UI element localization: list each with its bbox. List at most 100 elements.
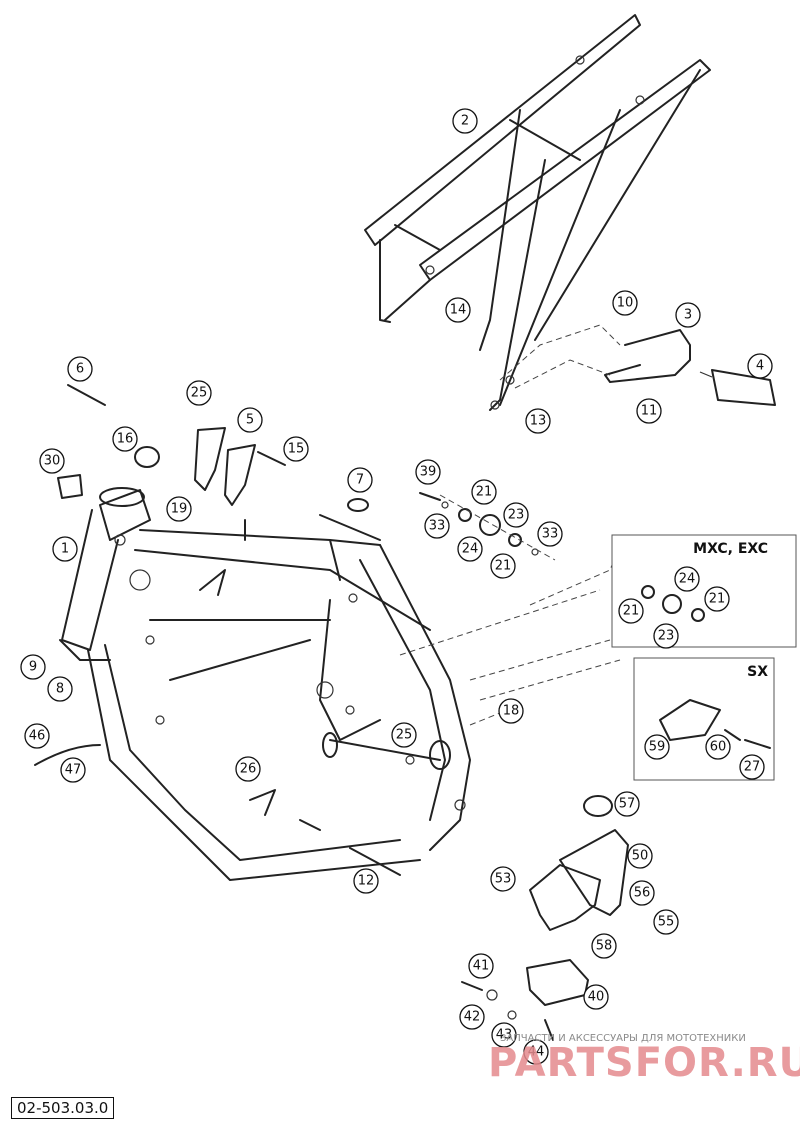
callout-50[interactable]: 50 [627,843,653,869]
svg-text:47: 47 [65,763,82,778]
box-label-sx: SX [747,664,768,680]
svg-text:59: 59 [649,740,666,755]
svg-text:18: 18 [503,704,520,719]
callout-57[interactable]: 57 [614,791,640,817]
callout-23b[interactable]: 23 [653,623,679,649]
svg-text:10: 10 [617,296,634,311]
subframe-drawing [364,14,711,411]
callout-43[interactable]: 43 [491,1022,517,1048]
svg-text:3: 3 [684,308,692,323]
callout-1[interactable]: 1 [52,536,78,562]
callout-56[interactable]: 56 [629,880,655,906]
callout-25b[interactable]: 25 [391,722,417,748]
svg-text:33: 33 [429,519,446,534]
svg-text:39: 39 [420,465,437,480]
watermark-brand: PARTSFOR.RU [488,1040,800,1086]
svg-text:14: 14 [450,303,467,318]
svg-text:30: 30 [44,454,61,469]
small-parts-drawing [34,329,776,1041]
svg-text:43: 43 [496,1028,513,1043]
callout-4[interactable]: 4 [747,353,773,379]
svg-text:7: 7 [356,473,364,488]
callout-10[interactable]: 10 [612,290,638,316]
callout-42[interactable]: 42 [459,1004,485,1030]
callout-46[interactable]: 46 [24,723,50,749]
svg-text:25: 25 [396,728,413,743]
callout-30[interactable]: 30 [39,448,65,474]
callout-6[interactable]: 6 [67,356,93,382]
svg-text:56: 56 [634,886,651,901]
callout-14[interactable]: 14 [445,297,471,323]
svg-text:33: 33 [542,527,559,542]
svg-text:25: 25 [191,386,208,401]
callouts: 1 2 3 4 5 6 7 8 9 10 11 12 13 14 15 16 1… [20,108,773,1065]
callout-13[interactable]: 13 [525,408,551,434]
svg-text:42: 42 [464,1010,481,1025]
callout-15[interactable]: 15 [283,436,309,462]
svg-text:11: 11 [641,404,658,419]
svg-text:2: 2 [461,114,469,129]
svg-text:46: 46 [29,729,46,744]
svg-text:23: 23 [508,508,525,523]
svg-text:21: 21 [709,592,726,607]
callout-26[interactable]: 26 [235,756,261,782]
svg-text:27: 27 [744,760,761,775]
callout-60[interactable]: 60 [705,734,731,760]
box-label-mxc-exc: MXC, EXC [693,541,768,557]
drawing-number: 02-503.03.0 [11,1097,115,1119]
callout-21c[interactable]: 21 [618,598,644,624]
svg-text:9: 9 [29,660,37,675]
callout-53[interactable]: 53 [490,866,516,892]
callout-44[interactable]: 44 [523,1039,549,1065]
callout-25a[interactable]: 25 [186,380,212,406]
callout-16[interactable]: 16 [112,426,138,452]
callout-41[interactable]: 41 [468,953,494,979]
svg-text:55: 55 [658,915,675,930]
callout-24a[interactable]: 24 [457,536,483,562]
svg-text:12: 12 [358,874,375,889]
callout-39[interactable]: 39 [415,459,441,485]
callout-7[interactable]: 7 [347,467,373,493]
callout-47[interactable]: 47 [60,757,86,783]
svg-text:19: 19 [171,502,188,517]
callout-5[interactable]: 5 [237,407,263,433]
callout-11[interactable]: 11 [636,398,662,424]
callout-55[interactable]: 55 [653,909,679,935]
callout-2[interactable]: 2 [452,108,478,134]
variant-box-sx: SX [633,657,775,781]
main-frame-drawing [59,487,471,881]
watermark-tagline: ЗАПЧАСТИ И АКСЕССУАРЫ ДЛЯ МОТОТЕХНИКИ [500,1033,746,1044]
callout-24b[interactable]: 24 [674,566,700,592]
svg-text:44: 44 [528,1045,545,1060]
callout-8[interactable]: 8 [47,676,73,702]
svg-text:13: 13 [530,414,547,429]
callout-58[interactable]: 58 [591,933,617,959]
callout-21d[interactable]: 21 [704,586,730,612]
svg-text:26: 26 [240,762,257,777]
callout-33b[interactable]: 33 [537,521,563,547]
svg-text:41: 41 [473,959,490,974]
svg-text:23: 23 [658,629,675,644]
callout-18[interactable]: 18 [498,698,524,724]
callout-27[interactable]: 27 [739,754,765,780]
callout-59[interactable]: 59 [644,734,670,760]
variant-box-mxc-exc: MXC, EXC [611,534,797,648]
callout-3[interactable]: 3 [675,302,701,328]
svg-text:4: 4 [756,359,764,374]
callout-40[interactable]: 40 [583,984,609,1010]
svg-text:50: 50 [632,849,649,864]
svg-text:24: 24 [679,572,696,587]
callout-21a[interactable]: 21 [471,479,497,505]
callout-33a[interactable]: 33 [424,513,450,539]
svg-text:40: 40 [588,990,605,1005]
callout-23a[interactable]: 23 [503,502,529,528]
svg-text:58: 58 [596,939,613,954]
svg-text:21: 21 [495,559,512,574]
callout-21b[interactable]: 21 [490,553,516,579]
callout-9[interactable]: 9 [20,654,46,680]
svg-text:24: 24 [462,542,479,557]
callout-19[interactable]: 19 [166,496,192,522]
callout-12[interactable]: 12 [353,868,379,894]
svg-text:21: 21 [623,604,640,619]
svg-text:21: 21 [476,485,493,500]
